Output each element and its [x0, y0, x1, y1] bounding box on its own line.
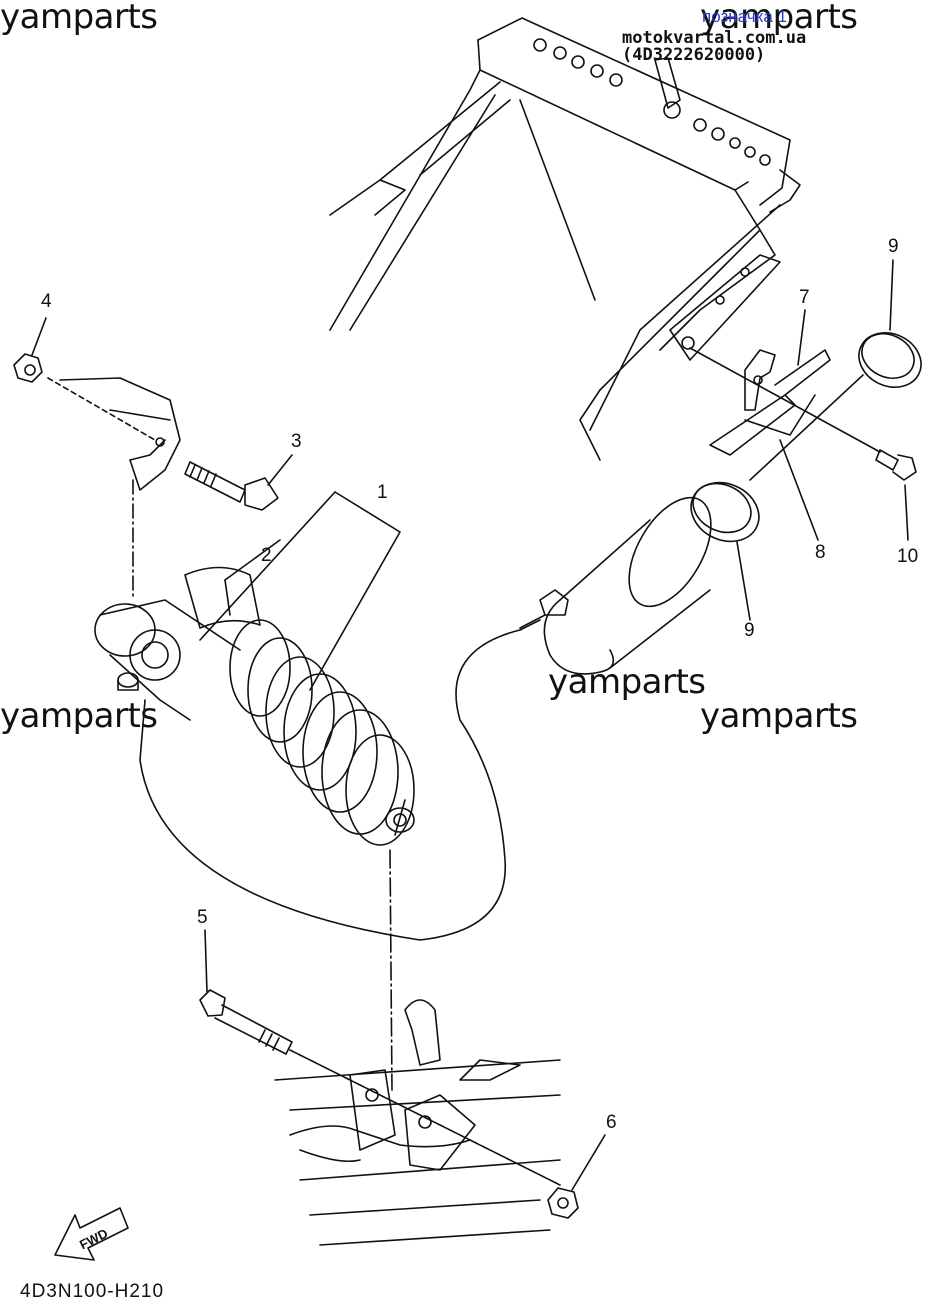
rear-shock-absorber	[94, 599, 541, 1091]
swingarm-link	[274, 999, 561, 1246]
callout-4: 4	[41, 291, 52, 312]
callout-7: 7	[799, 287, 810, 308]
diagram-code: 4D3N100-H210	[20, 1281, 165, 1302]
leader-1b	[199, 491, 336, 641]
leader-1	[309, 491, 401, 691]
bolt-upper	[184, 461, 279, 511]
rear-frame	[329, 17, 801, 461]
leader-9-lower	[736, 541, 751, 621]
callout-2: 2	[261, 545, 272, 566]
callout-8: 8	[815, 542, 826, 563]
watermark: yamparts	[700, 0, 858, 37]
leader-5	[204, 929, 208, 993]
fwd-label: FWD	[77, 1226, 110, 1253]
tag-label: позначка 1	[702, 7, 788, 26]
watermark: yamparts	[700, 696, 858, 736]
nut-upper	[13, 353, 43, 383]
callout-10: 10	[897, 546, 918, 567]
band-upper	[858, 332, 922, 388]
bolt-lower	[199, 989, 561, 1186]
callout-9-upper: 9	[888, 236, 899, 257]
watermark: yamparts	[0, 696, 158, 736]
source-line: motokvartal.com.ua (4D3222620000)	[622, 28, 807, 65]
leader-9-upper	[889, 259, 894, 331]
upper-mount-bracket	[47, 377, 181, 601]
bolt-10-axis	[689, 347, 881, 453]
watermark: yamparts	[0, 0, 158, 37]
leader-8	[779, 439, 819, 541]
leader-4	[31, 317, 47, 356]
callout-3: 3	[291, 431, 302, 452]
fwd-arrow-icon	[54, 1207, 129, 1261]
band-lower	[690, 481, 760, 543]
leader-6	[571, 1134, 606, 1191]
callout-1: 1	[377, 482, 388, 503]
callout-9-lower: 9	[744, 620, 755, 641]
label-plate	[184, 566, 261, 629]
leader-10	[904, 484, 909, 541]
watermark: yamparts	[548, 662, 706, 702]
callout-5: 5	[197, 907, 208, 928]
bracket-7	[744, 349, 831, 411]
leader-7	[797, 309, 806, 366]
bracket-8	[709, 394, 816, 456]
band-guide	[749, 374, 864, 481]
leader-2	[224, 539, 281, 581]
nut-lower	[547, 1187, 579, 1219]
callout-6: 6	[606, 1112, 617, 1133]
leader-3	[267, 454, 293, 486]
reservoir-canister	[519, 496, 712, 675]
bolt-10	[875, 449, 917, 481]
